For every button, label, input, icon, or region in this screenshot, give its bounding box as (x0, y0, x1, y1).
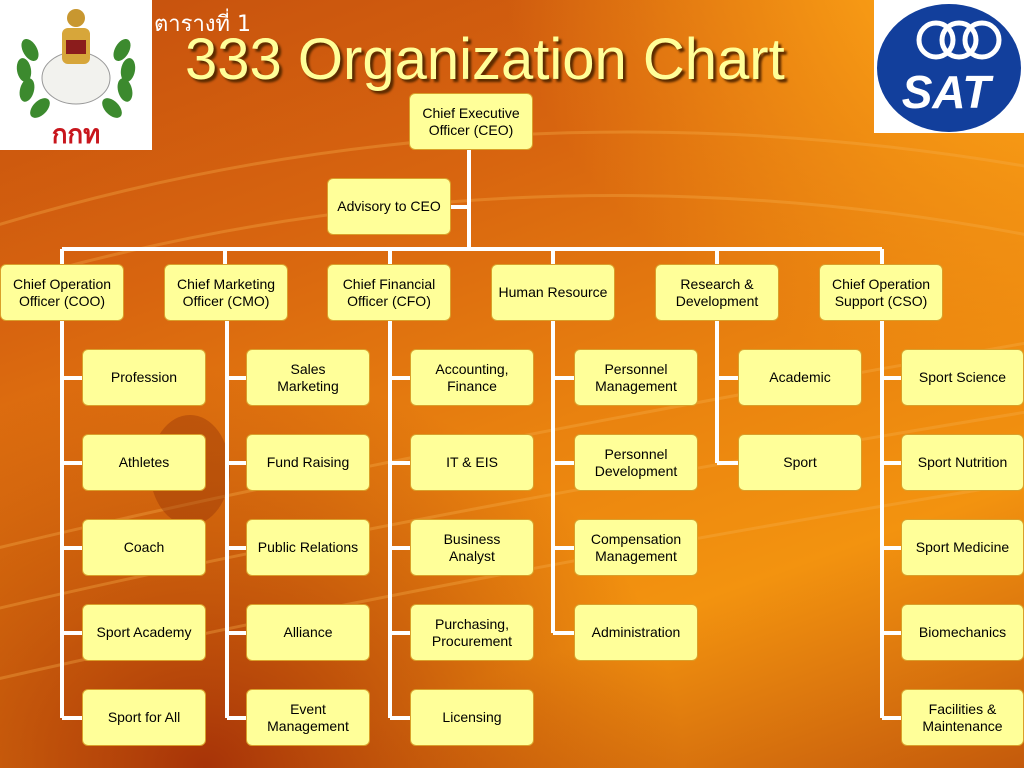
sat-rings-logo-icon: SAT (877, 4, 1021, 132)
laurel-emblem-icon (16, 9, 136, 118)
org-node-label: Personnel Management (595, 360, 677, 394)
org-node-unit: Sport Nutrition (901, 434, 1024, 491)
emblem-logo-text: กกท (51, 120, 101, 150)
org-node-label: Chief Operation Support (CSO) (831, 275, 931, 309)
org-node-unit: Sales Marketing (246, 349, 370, 406)
org-node-unit: Academic (738, 349, 862, 406)
org-node-unit: Administration (574, 604, 698, 661)
org-node-label: Sport Science (918, 369, 1007, 385)
org-node-label: Biomechanics (918, 624, 1007, 640)
org-node-label: Research & Development (675, 275, 759, 309)
org-node-label: Alliance (283, 624, 333, 640)
org-node-label: Business Analyst (443, 530, 501, 564)
org-node-label: Sales Marketing (277, 360, 339, 394)
org-node-unit: Sport Academy (82, 604, 206, 661)
sports-authority-emblem-logo: กกท (0, 0, 152, 150)
org-node-label: Academic (769, 369, 831, 385)
org-node-unit: Biomechanics (901, 604, 1024, 661)
org-node-unit: Purchasing, Procurement (410, 604, 534, 661)
org-node-label: Human Resource (498, 284, 608, 300)
org-node-unit: Business Analyst (410, 519, 534, 576)
table-label: ตารางที่ 1 (154, 12, 252, 37)
org-node-advisory: Advisory to CEO (327, 178, 451, 235)
org-node-unit: Sport for All (82, 689, 206, 746)
org-node-label: Compensation Management (590, 530, 682, 564)
org-node-label: Facilities & Maintenance (922, 700, 1003, 734)
org-node-unit: Alliance (246, 604, 370, 661)
org-node-label: Event Management (267, 700, 349, 734)
org-node-label: Advisory to CEO (337, 198, 441, 214)
org-node-label: Profession (110, 369, 178, 385)
org-node-unit: Personnel Management (574, 349, 698, 406)
sat-logo: SAT (874, 0, 1024, 133)
org-node-unit: Facilities & Maintenance (901, 689, 1024, 746)
org-node-label: Purchasing, Procurement (431, 615, 513, 649)
org-node-hr: Human Resource (491, 264, 615, 321)
org-node-label: Chief Executive Officer (CEO) (422, 104, 520, 138)
org-node-label: Administration (591, 624, 681, 640)
org-node-unit: Accounting, Finance (410, 349, 534, 406)
org-node-unit: Fund Raising (246, 434, 370, 491)
org-node-label: Sport Nutrition (917, 454, 1008, 470)
org-node-label: Athletes (118, 454, 170, 470)
sat-logo-text: SAT (902, 66, 994, 118)
org-node-unit: Event Management (246, 689, 370, 746)
org-node-unit: Athletes (82, 434, 206, 491)
org-node-unit: Sport Medicine (901, 519, 1024, 576)
org-node-unit: Sport (738, 434, 862, 491)
org-node-label: Sport Academy (96, 624, 192, 640)
org-node-coo: Chief Operation Officer (COO) (0, 264, 124, 321)
org-node-label: Accounting, Finance (435, 360, 509, 394)
org-node-cso: Chief Operation Support (CSO) (819, 264, 943, 321)
org-node-label: Coach (123, 539, 165, 555)
org-node-label: Public Relations (257, 539, 359, 555)
org-node-label: Personnel Development (594, 445, 678, 479)
org-node-unit: Licensing (410, 689, 534, 746)
org-node-unit: Personnel Development (574, 434, 698, 491)
org-node-unit: Public Relations (246, 519, 370, 576)
org-node-label: Sport Medicine (915, 539, 1010, 555)
org-node-label: Sport (783, 454, 817, 470)
org-node-ceo: Chief Executive Officer (CEO) (409, 93, 533, 150)
org-node-label: Chief Marketing Officer (CMO) (176, 275, 276, 309)
org-node-label: Chief Operation Officer (COO) (12, 275, 112, 309)
page-title: 333 Organization Chart (185, 27, 785, 92)
org-node-unit: Sport Science (901, 349, 1024, 406)
org-node-cfo: Chief Financial Officer (CFO) (327, 264, 451, 321)
org-node-rnd: Research & Development (655, 264, 779, 321)
org-node-label: IT & EIS (446, 454, 498, 470)
org-node-unit: Profession (82, 349, 206, 406)
org-node-label: Chief Financial Officer (CFO) (342, 275, 436, 309)
org-node-unit: Coach (82, 519, 206, 576)
org-node-label: Fund Raising (266, 454, 350, 470)
org-node-cmo: Chief Marketing Officer (CMO) (164, 264, 288, 321)
org-node-unit: Compensation Management (574, 519, 698, 576)
org-node-label: Licensing (442, 709, 502, 725)
org-node-unit: IT & EIS (410, 434, 534, 491)
org-node-label: Sport for All (107, 709, 181, 725)
